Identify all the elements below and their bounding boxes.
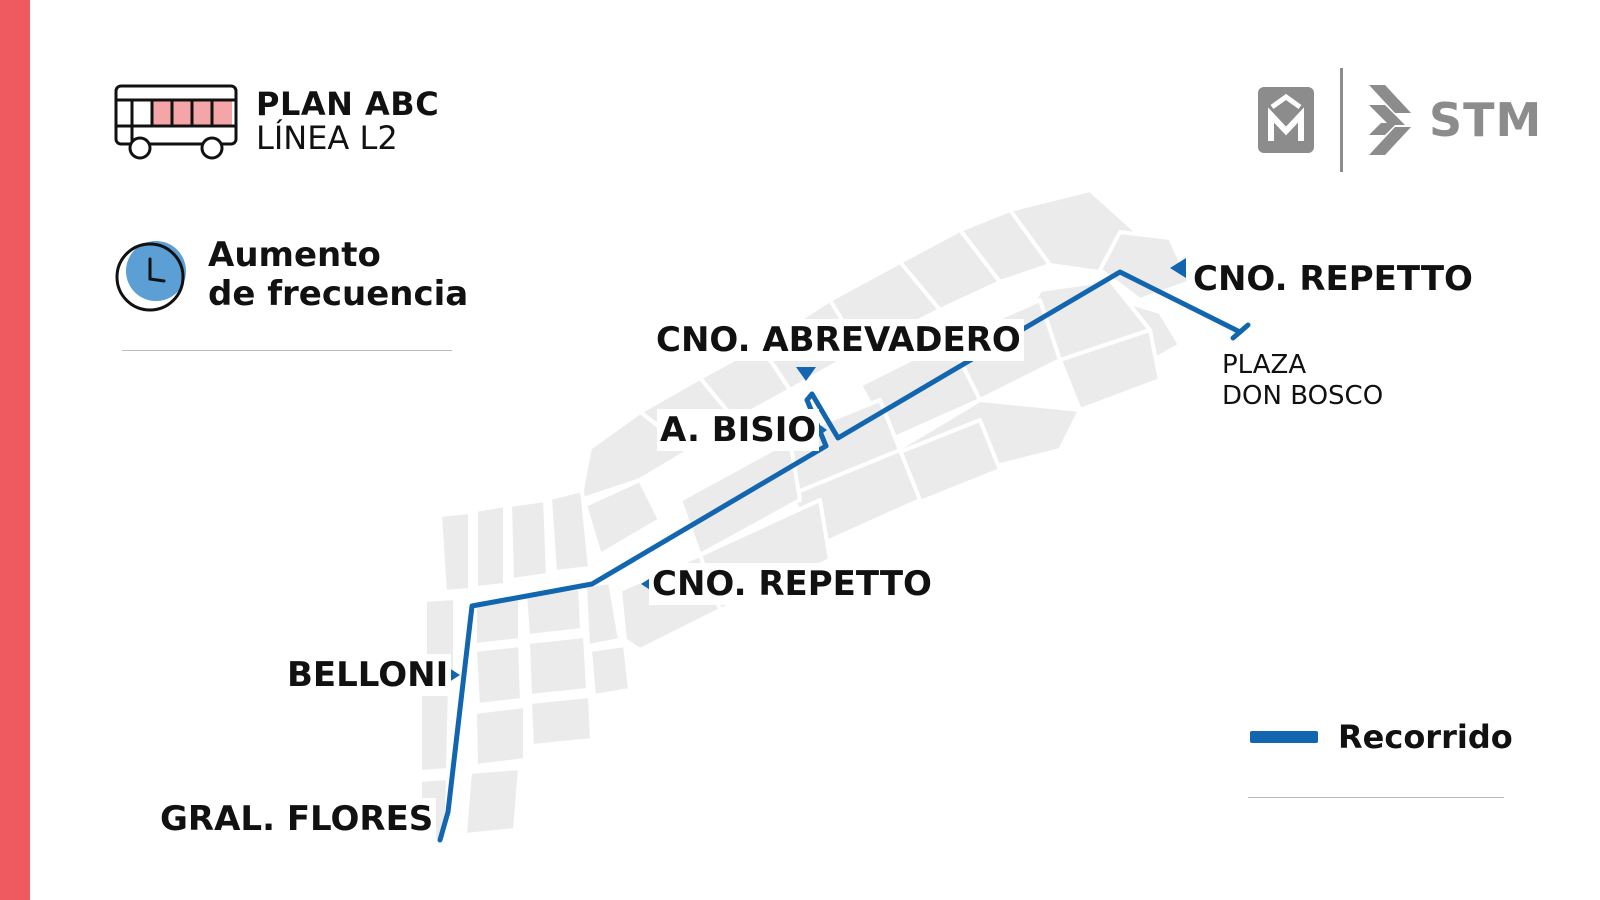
stop-plaza-don-bosco: PLAZA DON BOSCO	[1222, 350, 1383, 412]
montevideo-logo-icon	[1258, 87, 1314, 153]
stop-gral-flores: GRAL. FLORES	[157, 798, 437, 840]
route-legend-label: Recorrido	[1338, 718, 1513, 756]
frequency-note: Aumento de frecuencia	[114, 235, 469, 315]
plan-title: PLAN ABC	[256, 85, 440, 124]
frequency-line-2: de frecuencia	[208, 274, 469, 315]
marker-repetto-east	[1170, 258, 1186, 278]
logo-separator	[1340, 68, 1343, 172]
plaza-line-1: PLAZA	[1222, 350, 1307, 380]
legend-divider	[1248, 797, 1504, 798]
route-legend-swatch	[1250, 731, 1318, 743]
divider	[122, 350, 452, 351]
accent-side-bar	[0, 0, 30, 900]
frequency-line-1: Aumento	[208, 235, 381, 275]
map-legend: Recorrido	[1250, 718, 1513, 756]
stop-a-bisio: A. BISIO	[657, 409, 820, 451]
stop-belloni: BELLONI	[284, 654, 452, 696]
stop-cno-repetto-east: CNO. REPETTO	[1190, 258, 1476, 300]
stop-cno-repetto-west: CNO. REPETTO	[649, 563, 935, 605]
bus-icon	[114, 84, 238, 160]
stm-logo-icon	[1369, 85, 1411, 155]
agency-logos: STM	[1258, 68, 1542, 172]
stm-wordmark: STM	[1429, 93, 1543, 147]
map-blocks	[418, 188, 1192, 844]
line-name: LÍNEA L2	[256, 119, 398, 157]
stop-cno-abrevadero: CNO. ABREVADERO	[653, 319, 1024, 361]
plaza-line-2: DON BOSCO	[1222, 381, 1384, 411]
marker-abrevadero	[796, 367, 816, 381]
clock-icon	[115, 241, 186, 312]
plan-header: PLAN ABC LÍNEA L2	[112, 82, 439, 162]
route-line	[437, 269, 1251, 843]
